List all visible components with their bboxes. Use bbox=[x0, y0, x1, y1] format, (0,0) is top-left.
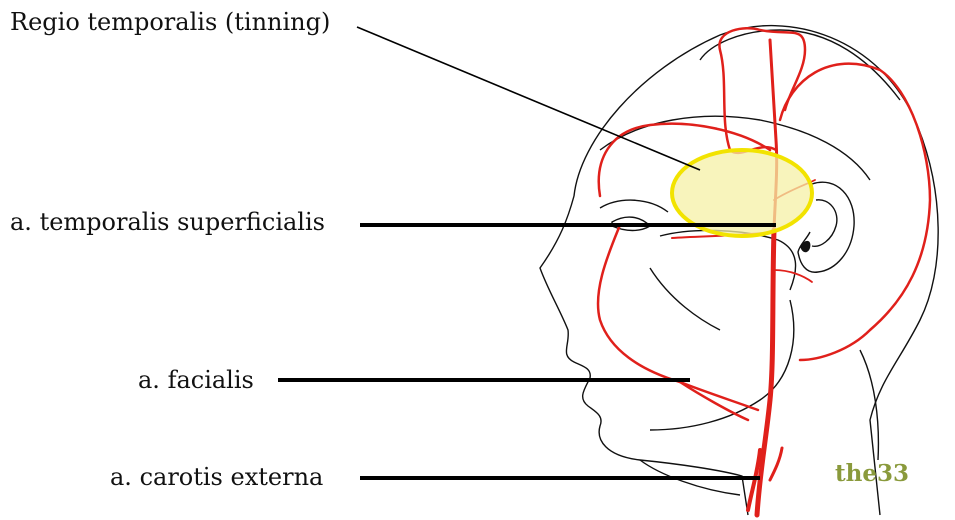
label-facial-artery: a. facialis bbox=[138, 368, 254, 392]
label-temporal-region: Regio temporalis (tinning) bbox=[10, 10, 330, 34]
leader-temporal-region bbox=[357, 27, 700, 170]
external-carotid-trunk bbox=[757, 230, 774, 515]
leader-lines bbox=[278, 27, 776, 478]
facial-artery-path bbox=[598, 225, 758, 410]
label-external-carotid-artery: a. carotis externa bbox=[110, 465, 323, 489]
brand-watermark: the33 bbox=[835, 462, 909, 485]
artery-network bbox=[598, 28, 930, 515]
label-superficial-temporal-artery: a. temporalis superficialis bbox=[10, 210, 325, 234]
head-outline bbox=[540, 26, 938, 515]
ear-canal bbox=[800, 241, 810, 252]
